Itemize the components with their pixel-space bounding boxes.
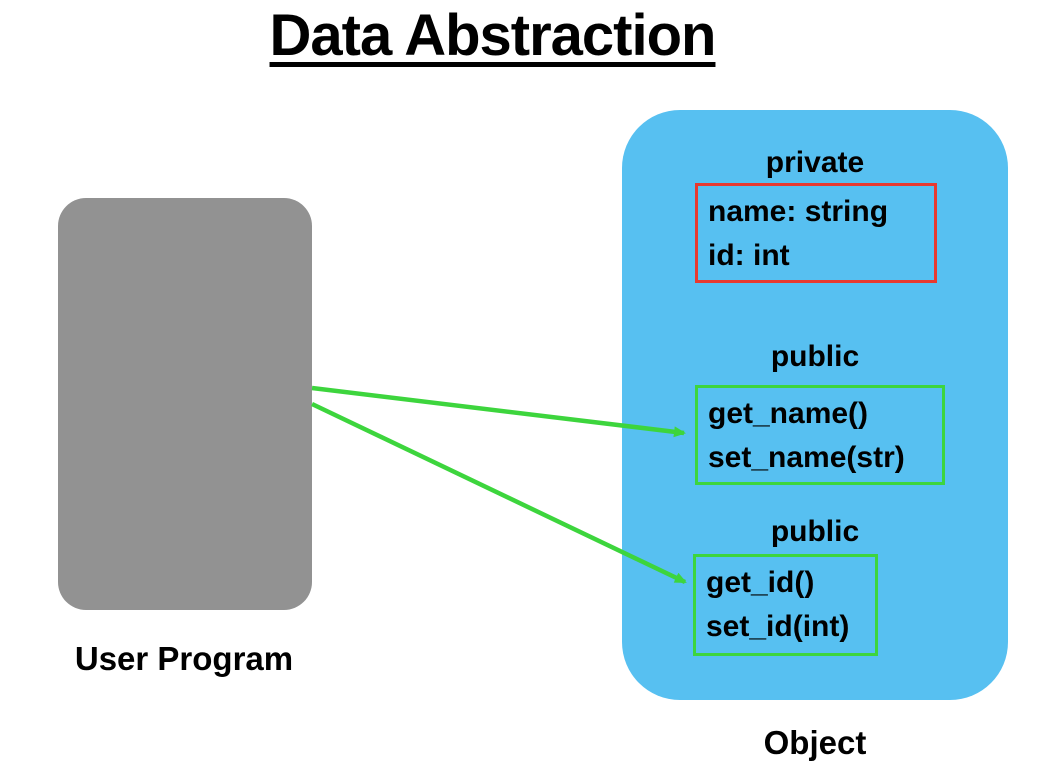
public-access-label-id: public (770, 515, 860, 548)
private-members-box: name: string id: int (695, 183, 937, 283)
object-box: private name: string id: int public get_… (622, 110, 1008, 700)
public-name-members-box: get_name() set_name(str) (695, 385, 945, 485)
member-get-name-method: get_name() (708, 397, 869, 430)
user-program-box (58, 198, 312, 610)
member-name-field: name: string (708, 195, 889, 228)
object-label: Object (763, 724, 867, 761)
public-access-label-name: public (770, 340, 860, 373)
member-set-id-method: set_id(int) (706, 610, 850, 643)
public-id-members-box: get_id() set_id(int) (693, 554, 878, 656)
member-set-name-method: set_name(str) (708, 441, 905, 474)
user-program-label: User Program (74, 640, 294, 677)
private-access-label: private (765, 146, 865, 179)
page-title: Data Abstraction (269, 3, 717, 68)
member-get-id-method: get_id() (706, 566, 815, 599)
member-id-field: id: int (708, 239, 790, 272)
